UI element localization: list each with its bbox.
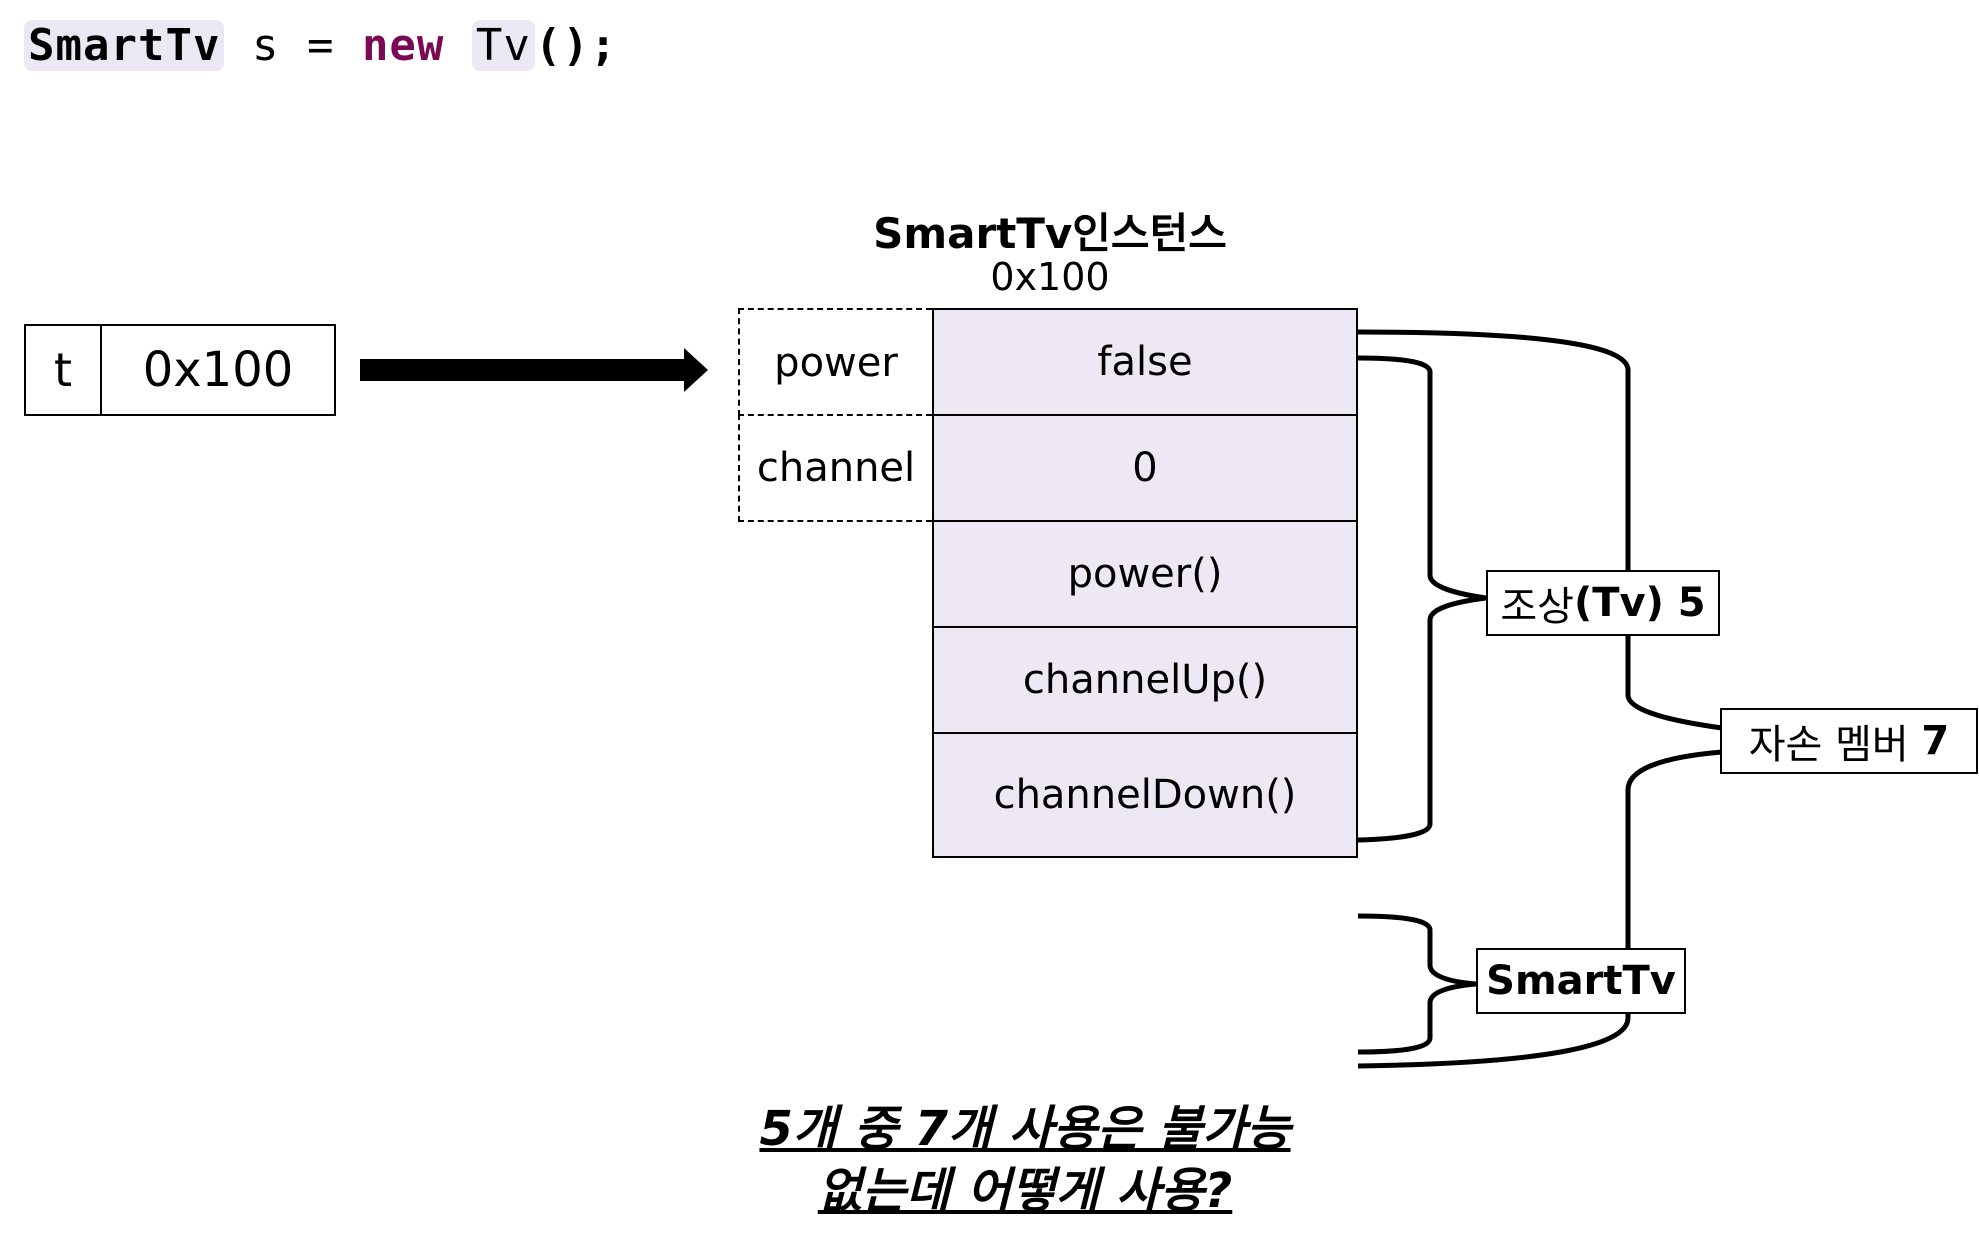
code-variable: s [251,20,280,71]
question-line-2: 없는데 어떻게 사용? [817,1163,1233,1219]
method-power: power() [932,520,1358,628]
code-tail: (); [534,20,618,71]
field-name-channel: channel [738,414,932,522]
field-value-channel: 0 [932,414,1358,522]
method-channel-down: channelDown() [932,732,1358,858]
code-type-tv: Tv [471,20,535,71]
instance-title: SmartTv인스턴스 [873,209,1227,258]
code-statement: SmartTv s = new Tv(); [24,14,617,78]
method-channel-up: channelUp() [932,626,1358,734]
question-message: 5개 중 7개 사용은 불가능 없는데 어떻게 사용? [600,1098,1450,1222]
ancestor-label-text: 조상 [1500,584,1574,630]
descendant-upper-line [1357,329,1723,731]
reference-arrow [360,348,708,392]
code-equals: = [306,20,335,71]
question-line-1: 5개 중 7개 사용은 불가능 [759,1101,1291,1157]
instance-address: 0x100 [990,255,1110,299]
code-type-smarttv: SmartTv [24,20,225,71]
descendant-label-count: 7 [1921,718,1950,764]
ancestor-label: 조상(Tv) 5 [1486,570,1720,636]
reference-variable-name: t [26,326,102,414]
reference-variable-value: 0x100 [142,342,294,398]
ancestor-label-count: (Tv) 5 [1573,580,1706,626]
field-value-power: false [932,308,1358,416]
smarttv-label: SmartTv [1476,948,1686,1014]
reference-variable-box: t 0x100 [24,324,336,416]
descendant-label-text: 자손 멤버 [1748,722,1922,768]
ancestor-brace [1357,355,1487,843]
descendant-label: 자손 멤버 7 [1720,708,1978,774]
smarttv-brace [1357,913,1477,1055]
descendant-lower-line [1357,749,1723,1069]
field-name-power: power [738,308,932,416]
code-keyword-new: new [361,20,445,71]
